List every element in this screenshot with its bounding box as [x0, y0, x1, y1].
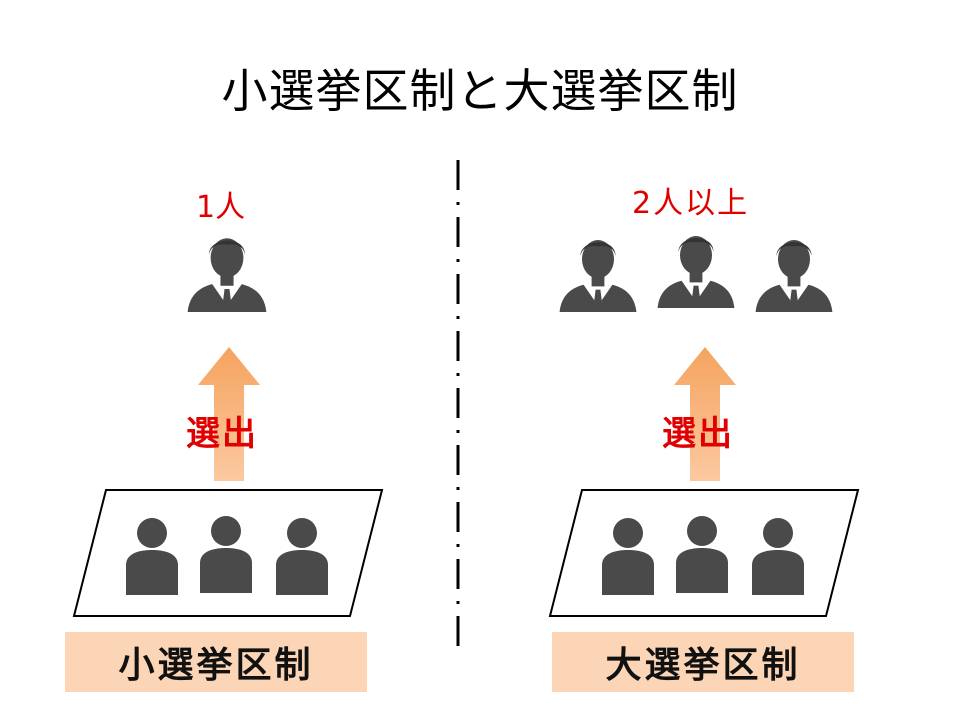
- businessman-icon: [657, 236, 735, 308]
- businessman-icon: [755, 240, 833, 312]
- businessman-icon: [187, 238, 267, 312]
- right-count-label: 2人以上: [632, 186, 750, 221]
- up-arrow-icon: [198, 347, 260, 481]
- page-title: 小選挙区制と大選挙区制: [221, 64, 739, 118]
- up-arrow-icon: [674, 347, 736, 481]
- left-system-label: 小選挙区制: [65, 632, 367, 692]
- right-voter-group: [548, 489, 860, 617]
- left-elect-label: 選出: [186, 414, 258, 454]
- center-divider: [456, 160, 460, 650]
- left-voter-group: [72, 489, 384, 617]
- left-count-label: 1人: [196, 190, 246, 225]
- right-elect-label: 選出: [662, 414, 734, 454]
- right-system-label: 大選挙区制: [552, 632, 854, 692]
- businessman-icon: [559, 240, 637, 312]
